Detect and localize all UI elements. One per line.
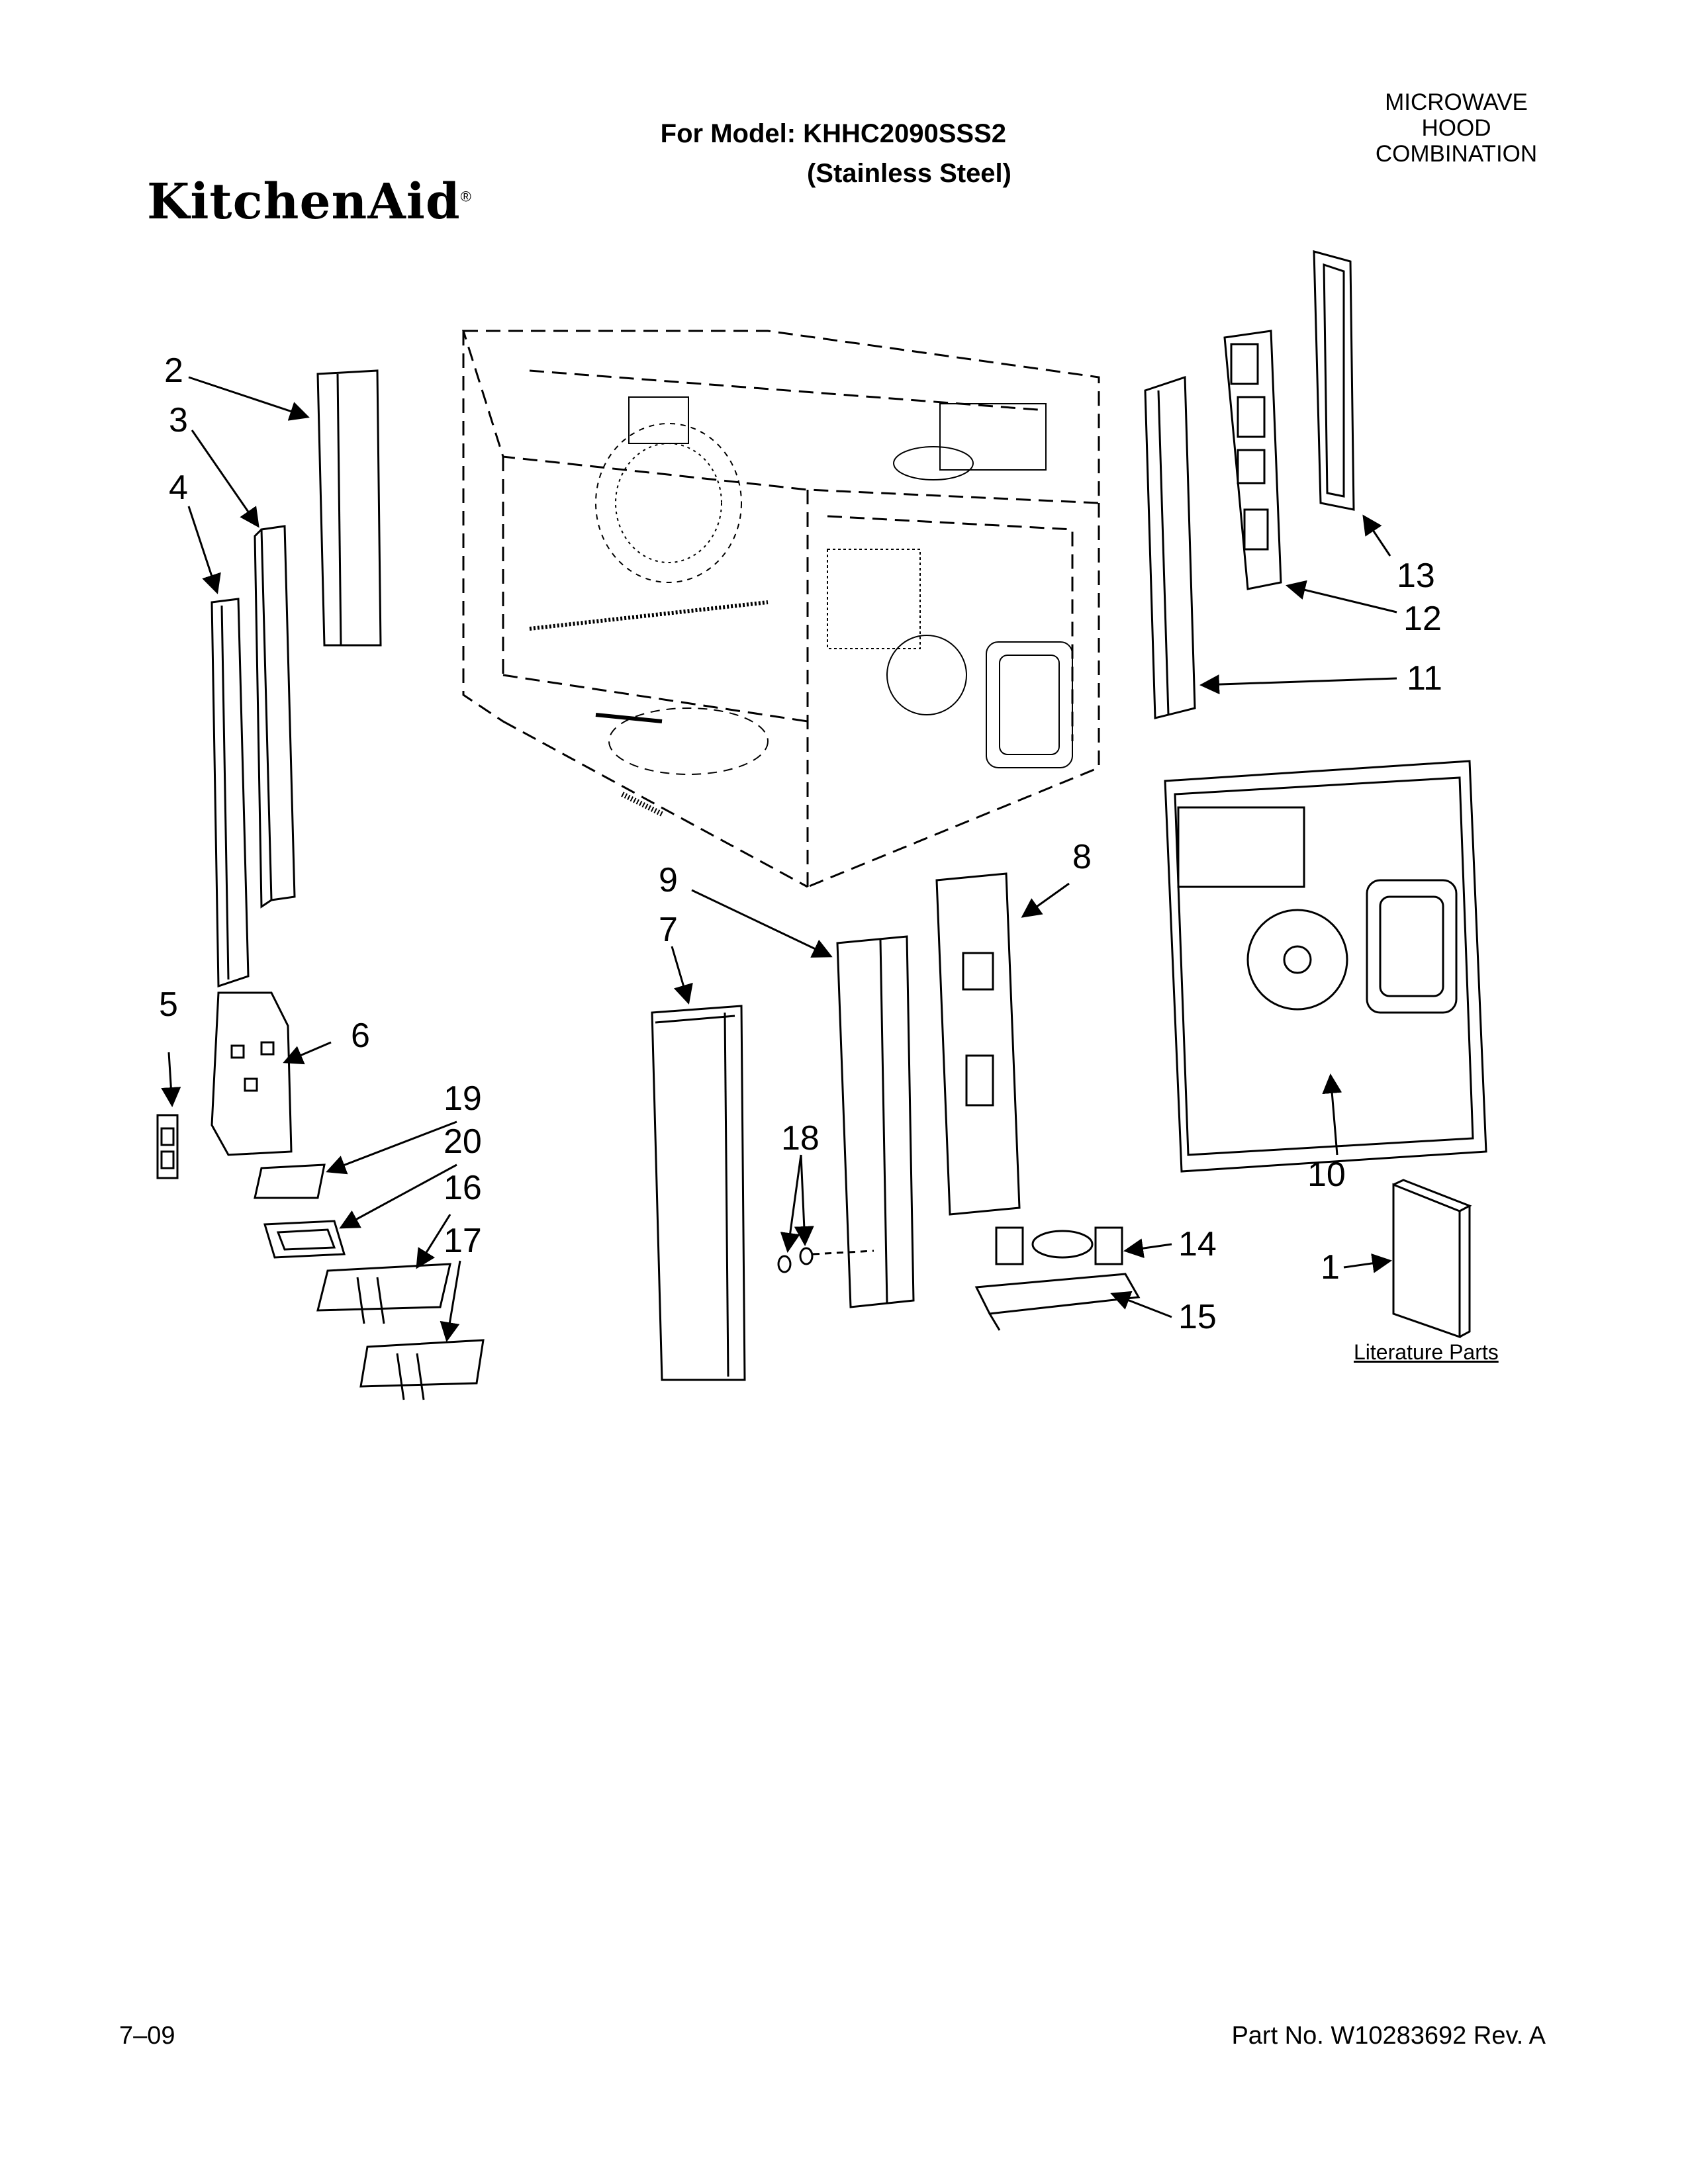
brand-logo: KitchenAid®: [147, 173, 472, 230]
callout-18: 18: [781, 1119, 820, 1158]
cavity-details: [529, 396, 1073, 817]
part-1-literature-book: [1392, 1179, 1472, 1339]
callout-15: 15: [1178, 1298, 1217, 1336]
literature-parts-label: Literature Parts: [1354, 1340, 1499, 1364]
callout-12: 12: [1403, 600, 1442, 638]
part-12-control-board: [1223, 330, 1282, 590]
part-14-transformer-assembly: [995, 1226, 1123, 1265]
callout-9: 9: [659, 861, 678, 899]
product-category: MICROWAVE HOOD COMBINATION: [1344, 89, 1569, 167]
revision-date: 7–09: [119, 2022, 175, 2050]
callout-5: 5: [159, 985, 178, 1024]
finish-line: (Stainless Steel): [806, 159, 1011, 188]
callout-6: 6: [351, 1017, 370, 1055]
callout-13: 13: [1397, 557, 1435, 595]
part-10-back-panel: [1164, 760, 1487, 1173]
callout-17: 17: [444, 1222, 482, 1260]
part-18-spacers: [777, 1247, 874, 1273]
registered-mark: ®: [460, 188, 472, 205]
category-line-1: MICROWAVE: [1385, 89, 1528, 115]
part-17-latch: [359, 1339, 485, 1400]
part-7-control-panel: [651, 1005, 746, 1381]
part-13-control-bracket: [1313, 250, 1355, 511]
part-9-control-frame: [836, 935, 915, 1308]
callout-14: 14: [1178, 1225, 1217, 1263]
callout-10: 10: [1307, 1156, 1346, 1194]
part-number: Part No. W10283692 Rev. A: [1231, 2022, 1546, 2050]
callout-8: 8: [1072, 838, 1092, 876]
callout-2: 2: [164, 351, 183, 390]
callout-3: 3: [169, 401, 188, 439]
callout-1: 1: [1321, 1248, 1340, 1287]
part-16-latch: [316, 1263, 451, 1324]
part-6-switch-bracket: [211, 991, 293, 1156]
callout-7: 7: [659, 911, 678, 949]
part-8-circuit-plate: [935, 872, 1021, 1216]
model-line: For Model: KHHC2090SSS2: [660, 119, 1006, 148]
part-15-base-plate: [974, 1273, 1141, 1331]
callout-16: 16: [444, 1169, 482, 1207]
part-11-side-panel: [1144, 375, 1196, 719]
part-19-insulator: [254, 1163, 326, 1199]
callout-19: 19: [444, 1079, 482, 1118]
callout-20: 20: [444, 1122, 482, 1161]
callout-11: 11: [1407, 659, 1442, 698]
cavity-chassis: [461, 330, 1100, 888]
brand-name: KitchenAid: [147, 173, 461, 230]
leader-lines: [161, 376, 1397, 1342]
part-2-side-rail: [316, 369, 382, 647]
callout-4: 4: [169, 469, 188, 507]
part-3-channel: [254, 525, 296, 909]
part-5-switch: [156, 1114, 179, 1179]
part-4-vent-trim: [211, 598, 250, 988]
category-line-2: HOOD: [1421, 115, 1491, 141]
part-20-bracket: [263, 1220, 346, 1259]
category-line-3: COMBINATION: [1375, 141, 1538, 167]
